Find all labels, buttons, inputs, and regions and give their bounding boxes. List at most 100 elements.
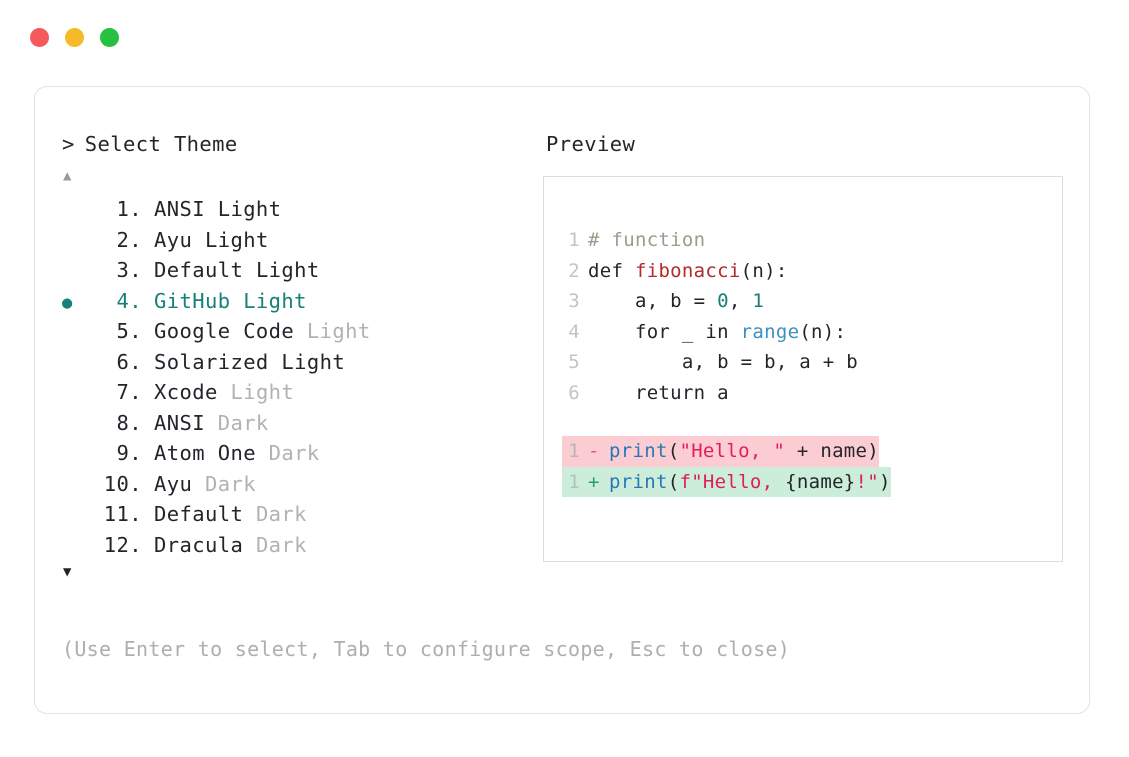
- keyboard-hint: (Use Enter to select, Tab to configure s…: [62, 637, 791, 661]
- scroll-up-arrow-icon[interactable]: ▲: [63, 168, 72, 184]
- code-token-str: "Hello, ": [679, 440, 786, 462]
- code-spacer: [562, 408, 1062, 436]
- window-titlebar: [30, 28, 119, 47]
- close-window-button[interactable]: [30, 28, 49, 47]
- theme-item-index: 5.: [116, 319, 142, 343]
- code-token-str: f"Hello,: [679, 470, 786, 493]
- code-line-number: 4: [568, 320, 580, 343]
- code-token-builtin: range: [740, 320, 800, 343]
- scroll-down-arrow-icon[interactable]: ▼: [63, 564, 72, 580]
- theme-list-item[interactable]: ●4.GitHub Light: [62, 286, 535, 317]
- theme-item-name: Xcode: [154, 380, 218, 404]
- theme-item-variant: Light: [294, 319, 371, 343]
- code-token-plain: a, b =: [588, 290, 718, 312]
- code-token-comment: # function: [588, 229, 706, 251]
- diff-line-number: 1: [568, 440, 580, 462]
- code-line-text: def fibonacci(n):: [588, 256, 788, 287]
- theme-item-name: GitHub: [154, 288, 231, 313]
- theme-item-variant: Light: [268, 349, 346, 374]
- code-line-number: 5: [568, 351, 580, 373]
- theme-item-name: Dracula: [154, 532, 244, 557]
- diff-line-add: 1 + print(f"Hello, {name}!"): [562, 466, 891, 498]
- theme-item-variant: Dark: [204, 410, 269, 435]
- theme-list-item[interactable]: 6. Solarized Light: [62, 347, 535, 378]
- theme-item-name: Ayu: [154, 471, 193, 496]
- theme-item-index: 10.: [103, 471, 142, 496]
- code-line-text: return a: [588, 378, 729, 409]
- code-line: 6 return a: [562, 378, 1062, 409]
- theme-item-variant: Dark: [243, 532, 307, 557]
- theme-list-item[interactable]: 8.ANSI Dark: [62, 408, 535, 439]
- prompt-caret-icon: >: [62, 132, 75, 156]
- code-token-plain: {name}: [785, 470, 856, 493]
- code-token-plain: (: [667, 470, 680, 493]
- code-token-plain: (n):: [799, 320, 847, 343]
- diff-preview: 1-print("Hello, " + name)1+print(f"Hello…: [562, 436, 1062, 497]
- theme-list-item[interactable]: 9.Atom One Dark: [62, 438, 535, 469]
- code-token-plain: ,: [728, 290, 753, 312]
- theme-list-item[interactable]: 10. Ayu Dark: [62, 469, 535, 500]
- code-line-number: 2: [568, 259, 580, 282]
- theme-item-variant: Dark: [192, 471, 256, 496]
- theme-item-name: ANSI: [154, 197, 205, 221]
- theme-item-index: 3.: [116, 258, 142, 282]
- theme-list-item[interactable]: 12. Dracula Dark: [62, 530, 535, 561]
- code-token-func: fibonacci: [634, 259, 741, 282]
- theme-item-index: 7.: [116, 380, 142, 404]
- code-token-plain: + name): [785, 440, 880, 462]
- preview-label: Preview: [546, 132, 636, 156]
- prompt-header: > Select Theme: [62, 131, 535, 157]
- theme-item-index: 6.: [116, 349, 142, 374]
- theme-item-variant: Light: [230, 288, 307, 313]
- code-token-plain: a, b = b, a + b: [588, 351, 858, 373]
- diff-line-text: print(f"Hello, {name}!"): [609, 467, 891, 498]
- theme-list-item[interactable]: 7. Xcode Light: [62, 377, 535, 408]
- selected-bullet-icon: ●: [62, 292, 73, 313]
- theme-list-item[interactable]: 2.Ayu Light: [62, 225, 535, 256]
- theme-item-name: Default: [154, 502, 244, 526]
- theme-item-variant: Light: [192, 227, 269, 252]
- code-line: 4 for _ in range(n):: [562, 317, 1062, 348]
- code-line: 5 a, b = b, a + b: [562, 347, 1062, 378]
- theme-item-variant: Light: [217, 380, 295, 404]
- theme-item-name: Solarized: [154, 349, 269, 374]
- theme-list-item[interactable]: 11.Default Dark: [62, 499, 535, 530]
- code-line-text: for _ in range(n):: [588, 317, 846, 348]
- diff-line-del: 1-print("Hello, " + name): [562, 436, 880, 467]
- theme-item-index: 1.: [116, 197, 142, 221]
- theme-item-variant: Light: [204, 197, 282, 221]
- code-line: 1 # function: [562, 225, 1062, 256]
- diff-sign-add: +: [588, 470, 600, 493]
- diff-line-text: print("Hello, " + name): [609, 436, 879, 467]
- theme-item-index: 8.: [116, 410, 142, 435]
- theme-item-index: 9.: [116, 441, 142, 465]
- diff-line-number: 1: [568, 470, 580, 493]
- theme-item-index: 12.: [103, 532, 142, 557]
- theme-list-item[interactable]: 3.Default Light: [62, 255, 535, 286]
- theme-item-name: Google Code: [154, 319, 295, 343]
- code-token-plain: (n):: [740, 259, 788, 282]
- code-token-plain: ): [879, 470, 891, 493]
- code-token-plain: for _ in: [588, 320, 741, 343]
- code-line-text: # function: [588, 225, 705, 256]
- code-token-print: print: [609, 440, 668, 462]
- minimize-window-button[interactable]: [65, 28, 84, 47]
- page-title: Select Theme: [84, 132, 238, 156]
- theme-item-name: Ayu: [154, 227, 193, 252]
- diff-sign-del: -: [588, 440, 600, 462]
- theme-list-item[interactable]: 5. Google Code Light: [62, 316, 535, 347]
- code-line-number: 1: [568, 229, 580, 251]
- theme-list-item[interactable]: 1. ANSI Light: [62, 194, 535, 225]
- theme-item-variant: Light: [243, 258, 320, 282]
- code-token-num: 0: [717, 290, 729, 312]
- maximize-window-button[interactable]: [100, 28, 119, 47]
- code-token-num: 1: [752, 290, 765, 312]
- theme-item-variant: Dark: [243, 502, 307, 526]
